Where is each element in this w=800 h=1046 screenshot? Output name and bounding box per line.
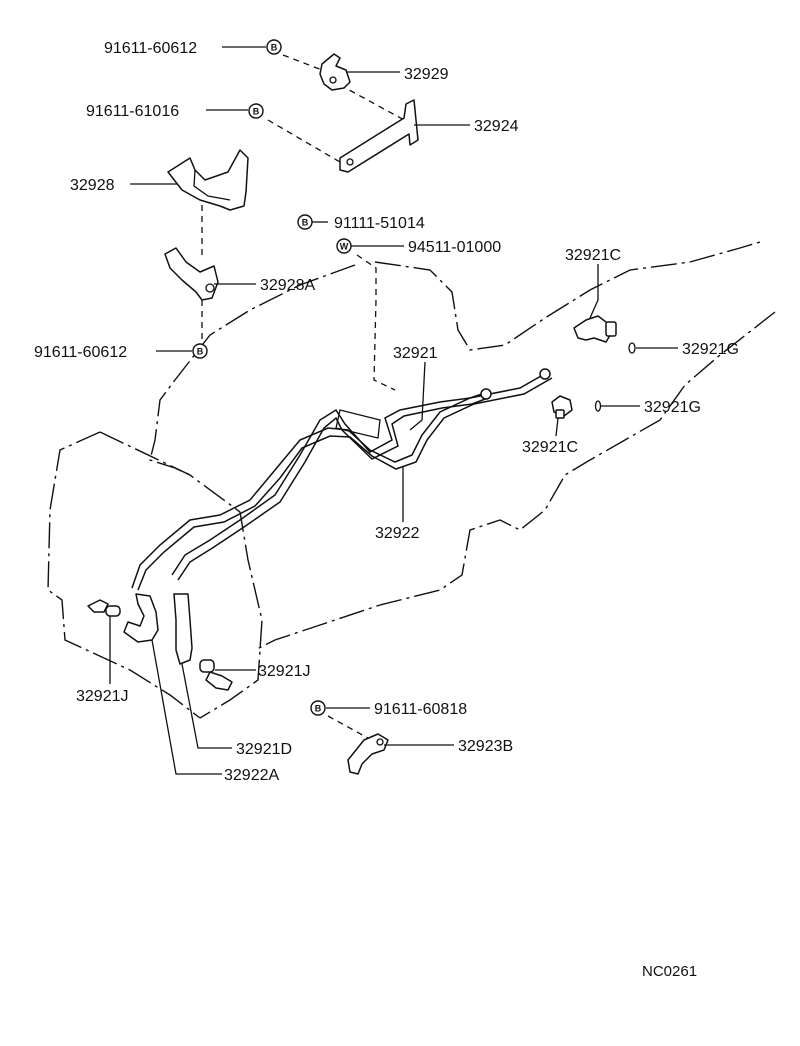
label-bracket-32923b: 32923B [458, 738, 513, 755]
clip-32921j-right [199, 659, 233, 691]
label-hose-32921d: 32921D [236, 741, 292, 758]
bolt-badge-61016: B [248, 103, 264, 119]
union-32921c-top [573, 315, 617, 343]
bracket-32924 [339, 99, 419, 173]
svg-text:B: B [197, 347, 204, 357]
label-hose-32922a: 32922A [224, 767, 279, 784]
drawing-code: NC0261 [642, 963, 697, 980]
svg-text:B: B [315, 704, 322, 714]
bracket-32928a [164, 247, 219, 301]
clip-32921j-left [87, 599, 121, 617]
label-clip-32921j-right: 32921J [258, 663, 311, 680]
label-bolt-91611-60612-top: 91611-60612 [104, 40, 197, 57]
label-bracket-32929: 32929 [404, 66, 449, 83]
label-bolt-91611-61016: 91611-61016 [86, 103, 179, 120]
bolt-badge-60612-top: B [266, 39, 282, 55]
label-gasket-32921g-top: 32921G [682, 341, 739, 358]
label-bracket-32924: 32924 [474, 118, 519, 135]
label-bolt-91111-51014: 91111-51014 [334, 215, 425, 232]
svg-text:B: B [271, 43, 278, 53]
assembly-lines [201, 54, 409, 739]
svg-text:B: B [253, 107, 260, 117]
fuel-tube-32922 [171, 388, 492, 581]
hose-32921d [173, 593, 193, 665]
engine-phantom-outline [149, 241, 776, 651]
svg-text:B: B [302, 218, 309, 228]
transmission-phantom-outline [47, 431, 263, 719]
union-32921c-mid [551, 395, 573, 419]
bolt-badge-60818: B [310, 700, 326, 716]
label-tube-32921: 32921 [393, 345, 438, 362]
label-gasket-32921g-mid: 32921G [644, 399, 701, 416]
fuel-tube-32921 [131, 368, 553, 591]
svg-text:W: W [340, 242, 349, 252]
bracket-32928 [167, 149, 249, 211]
label-clip-32921j-left: 32921J [76, 688, 129, 705]
label-washer-94511-01000: 94511-01000 [408, 239, 501, 256]
bracket-32923b [347, 733, 389, 775]
label-bolt-91611-60612-mid: 91611-60612 [34, 344, 127, 361]
label-bolt-91611-60818: 91611-60818 [374, 701, 467, 718]
leader-lines [109, 46, 678, 775]
label-bracket-32928: 32928 [70, 177, 115, 194]
bolt-badge-51014: B [297, 214, 313, 230]
hose-32922a [123, 593, 159, 643]
washer-badge-94511: W [336, 238, 352, 254]
label-union-32921c-top: 32921C [565, 247, 621, 264]
label-tube-32922: 32922 [375, 525, 420, 542]
bolt-badge-60612-mid: B [192, 343, 208, 359]
gasket-32921g-mid [594, 400, 602, 412]
label-union-32921c-mid: 32921C [522, 439, 578, 456]
label-bracket-32928a: 32928A [260, 277, 315, 294]
bracket-32929 [319, 53, 351, 91]
gasket-32921g-top [628, 342, 636, 354]
